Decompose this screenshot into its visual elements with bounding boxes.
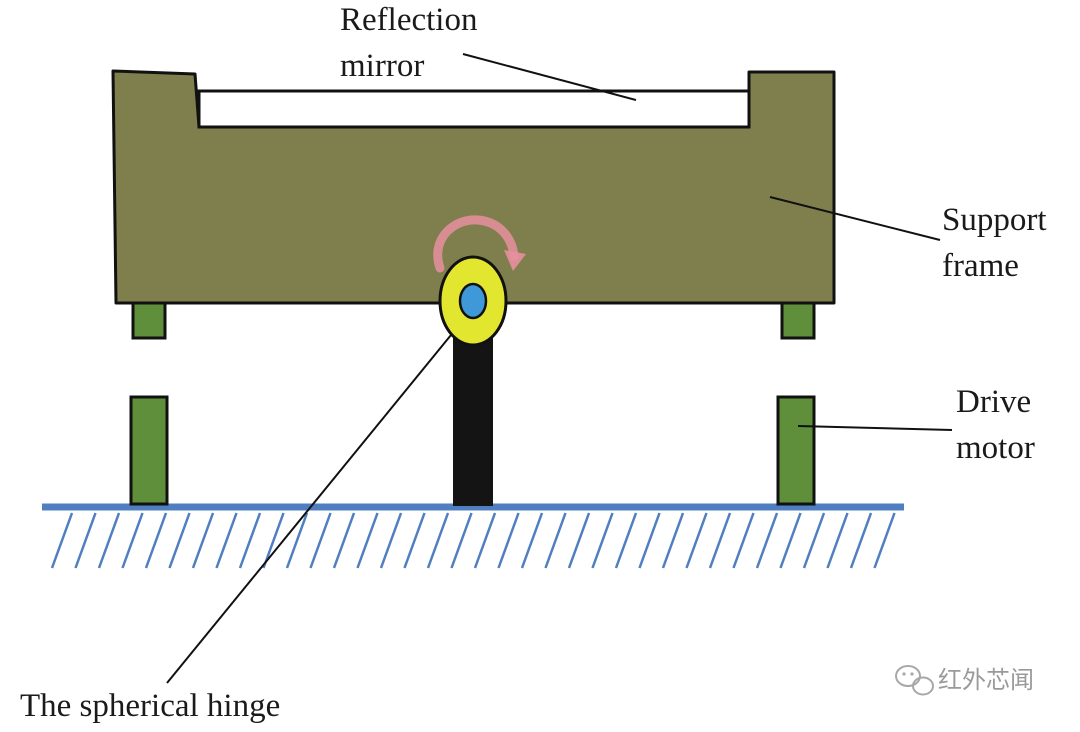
hatch-line [262, 512, 285, 569]
label-support-frame-line2: frame [942, 248, 1019, 284]
hatch-line [520, 512, 544, 569]
watermark: 红外芯闻 [895, 665, 1034, 696]
hatch-line [450, 512, 473, 569]
hatch-line [779, 512, 802, 569]
hatch-line [191, 512, 215, 569]
hatch-line [332, 512, 356, 569]
hatch-line [473, 512, 497, 569]
hatch-line [309, 512, 332, 569]
drive-motor-right [776, 395, 816, 506]
label-reflection-mirror-line1: Reflection [340, 2, 477, 38]
hatch-line [685, 512, 708, 569]
wechat-icon [895, 665, 934, 696]
hatch-line [215, 512, 238, 569]
hatch-line [238, 512, 262, 569]
hatch-line [567, 512, 591, 569]
hatch-line [873, 512, 896, 569]
hatch-line [591, 512, 614, 569]
leader-line-drive-motor [797, 425, 953, 431]
rotation-arrow [433, 215, 526, 273]
hatch-line [74, 512, 97, 569]
hatch-line [849, 512, 873, 569]
ground [42, 503, 904, 569]
watermark-text: 红外芯闻 [938, 666, 1034, 694]
hatch-line [168, 512, 191, 569]
label-support-frame-line1: Support [942, 202, 1047, 238]
spherical-hinge [438, 255, 508, 347]
hatch-line [403, 512, 426, 569]
ground-hatching [50, 512, 896, 569]
hatch-line [826, 512, 849, 569]
hatch-line [144, 512, 168, 569]
label-spherical-hinge: The spherical hinge [20, 688, 280, 724]
hatch-line [497, 512, 520, 569]
hatch-line [755, 512, 779, 569]
hatch-line [379, 512, 403, 569]
hatch-line [544, 512, 567, 569]
motor-tip-left [131, 301, 167, 340]
hatch-line [426, 512, 450, 569]
hatch-line [661, 512, 685, 569]
label-drive-motor-line1: Drive [956, 384, 1031, 420]
leader-line-spherical-hinge [166, 334, 452, 684]
hatch-line [708, 512, 732, 569]
hatch-line [356, 512, 379, 569]
label-reflection-mirror-line2: mirror [340, 48, 424, 84]
hatch-line [97, 512, 121, 569]
hatch-line [732, 512, 755, 569]
leader-line-reflection-mirror [462, 53, 637, 101]
motor-tip-right [780, 301, 816, 340]
hatch-line [614, 512, 638, 569]
hatch-line [802, 512, 826, 569]
leader-line-support-frame [769, 196, 941, 241]
drive-motor-left [129, 395, 169, 506]
support-frame [111, 69, 836, 305]
reflection-mirror [197, 89, 751, 129]
hatch-line [121, 512, 144, 569]
support-post [453, 330, 493, 506]
hatch-line [638, 512, 661, 569]
hatch-line [50, 512, 74, 569]
hatch-line [285, 512, 309, 569]
label-drive-motor-line2: motor [956, 430, 1035, 466]
